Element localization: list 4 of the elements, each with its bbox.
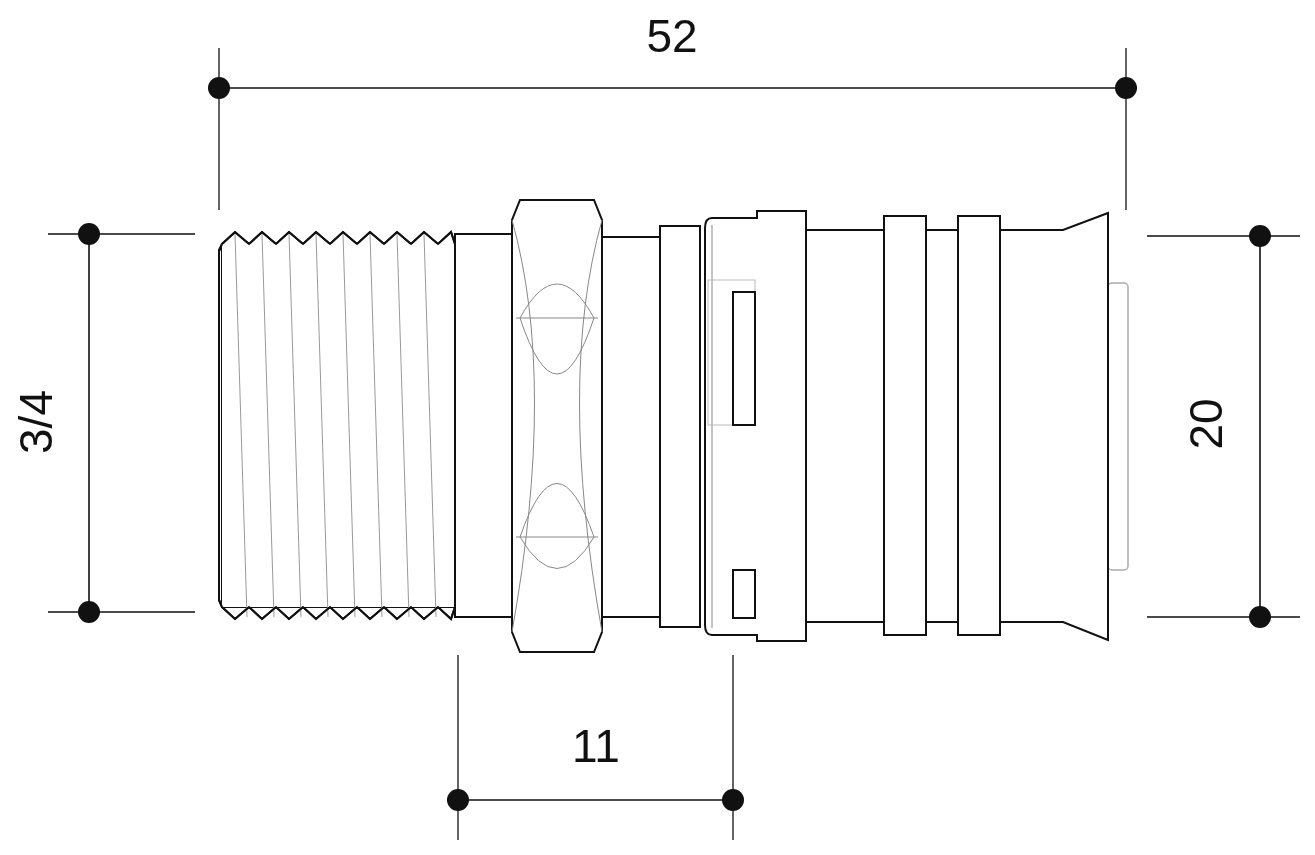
dimension-value: 11 xyxy=(572,723,620,769)
dimension-value: 52 xyxy=(646,13,698,59)
dimension-value: 20 xyxy=(1183,398,1229,450)
dimension-value: 3/4 xyxy=(13,390,59,454)
